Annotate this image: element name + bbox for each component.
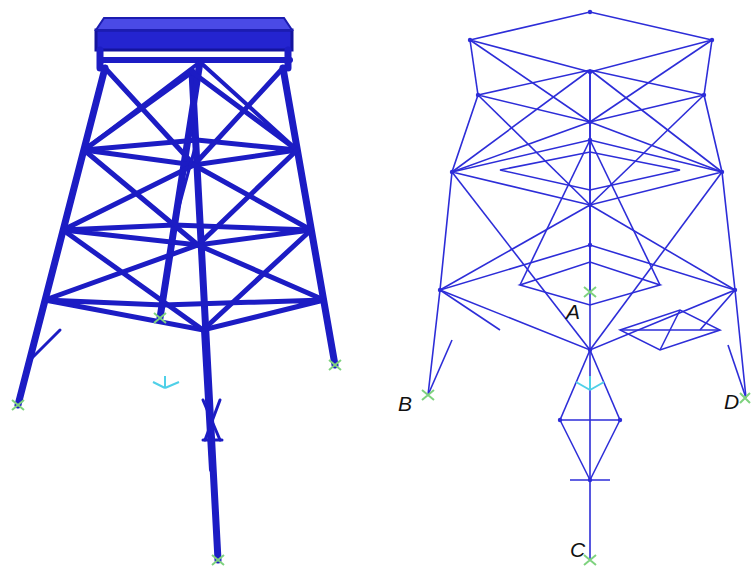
axis-glyph — [576, 376, 604, 390]
support-symbol — [12, 313, 341, 565]
joint-dots — [438, 10, 737, 482]
corner-leg-label: D — [722, 390, 741, 413]
corner-leg-label: C — [568, 538, 587, 561]
wireframe-jacket-model — [428, 12, 746, 560]
support-symbol — [422, 287, 750, 565]
corner-leg-label: A — [564, 300, 582, 323]
axis-glyph — [153, 376, 179, 388]
solid-jacket-model — [18, 18, 335, 560]
corner-leg-label: B — [396, 392, 414, 415]
